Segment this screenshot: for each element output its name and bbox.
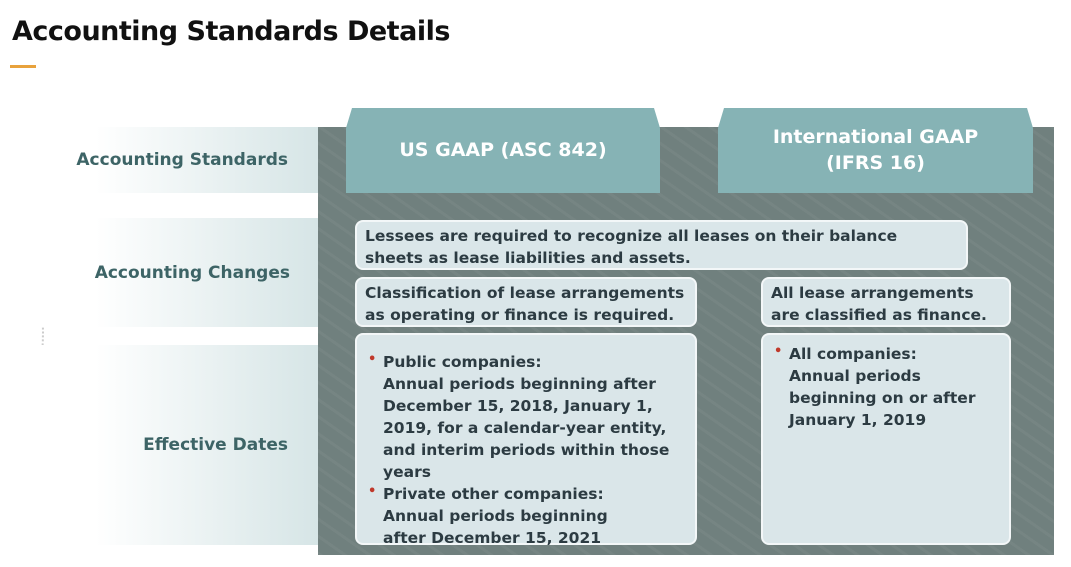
item-head: Private other companies: xyxy=(383,485,604,503)
item-body: Annual periods beginning after December … xyxy=(383,507,608,547)
us-dates-box: Public companies: Annual periods beginnin… xyxy=(355,333,697,547)
intl-date-item: All companies: Annual periods beginning o… xyxy=(771,343,1001,431)
item-body: Annual periods beginning on or after Jan… xyxy=(789,367,976,429)
row-label-changes: Accounting Changes xyxy=(0,218,318,327)
column-header-ifrs: International GAAP (IFRS 16) xyxy=(718,108,1033,193)
us-change-box: Classification of lease arrangements as … xyxy=(355,277,697,327)
row-label-dates: Effective Dates xyxy=(0,345,318,545)
us-date-item: Public companies: Annual periods beginnin… xyxy=(365,351,687,483)
row-label-standards: Accounting Standards xyxy=(0,127,318,193)
intl-change-box: All lease arrangements are classified as… xyxy=(761,277,1011,327)
item-head: Public companies: xyxy=(383,353,542,371)
page-title: Accounting Standards Details xyxy=(12,16,450,47)
us-date-item: Private other companies: Annual periods b… xyxy=(365,483,687,549)
item-head: All companies: xyxy=(789,345,917,363)
title-accent-line xyxy=(10,65,36,68)
shared-change-box: Lessees are required to recognize all le… xyxy=(355,220,968,270)
item-body: Annual periods beginning after December … xyxy=(383,375,670,481)
intl-dates-box: All companies: Annual periods beginning o… xyxy=(761,333,1011,545)
column-header-us-gaap: US GAAP (ASC 842) xyxy=(346,108,660,193)
